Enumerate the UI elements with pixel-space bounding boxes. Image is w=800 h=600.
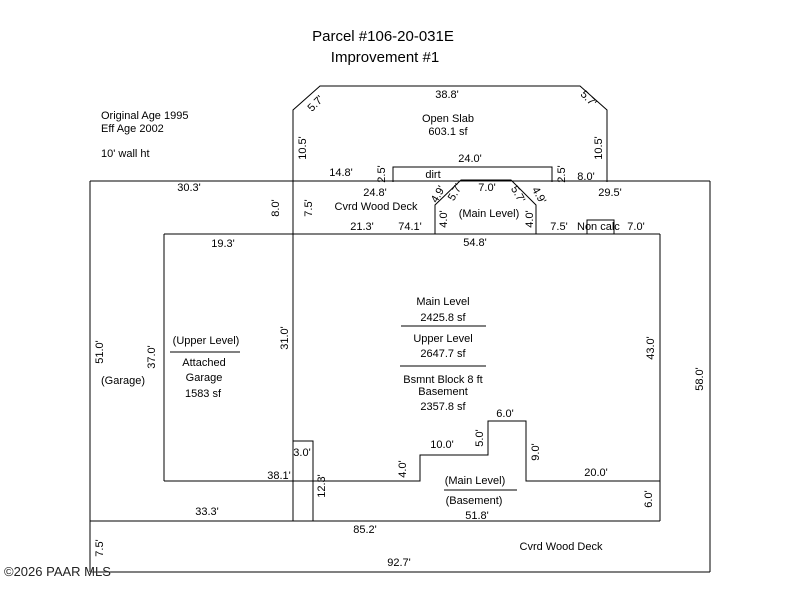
dim-92-7: 92.7' — [387, 557, 411, 569]
dim-4-9-left: 4.9' — [429, 184, 448, 205]
main-level-bump-label: (Main Level) — [459, 208, 520, 220]
dim-37-0: 37.0' — [146, 345, 158, 369]
upper-level-label: Upper Level — [413, 333, 472, 345]
improvement-title: Improvement #1 — [331, 49, 439, 66]
original-age: Original Age 1995 — [101, 110, 188, 122]
dim-4-0-left: 4.0' — [438, 210, 450, 227]
bottom-main-label: (Main Level) — [445, 475, 506, 487]
non-calc-label: Non calc — [577, 221, 620, 233]
dim-74-1: 74.1' — [398, 221, 422, 233]
dim-85-2: 85.2' — [353, 524, 377, 536]
dim-2-5-left: 2.5' — [376, 165, 388, 182]
open-slab-outline — [292, 85, 608, 182]
parcel-title: Parcel #106-20-031E — [312, 28, 454, 45]
dim-20-0: 20.0' — [584, 467, 608, 479]
upper-level-sf: 2647.7 sf — [420, 348, 466, 360]
dim-43-0: 43.0' — [645, 336, 657, 360]
dim-7-0-right: 7.0' — [627, 221, 644, 233]
dim-31-0: 31.0' — [279, 326, 291, 350]
dim-slab-top: 38.8' — [435, 89, 459, 101]
eff-age: Eff Age 2002 — [101, 123, 164, 135]
dim-7-0-top: 7.0' — [478, 182, 495, 194]
dim-58-0: 58.0' — [694, 367, 706, 391]
dim-6-0-low: 6.0' — [643, 490, 655, 507]
cvrd-deck-top-label: Cvrd Wood Deck — [335, 201, 418, 213]
dim-12-3: 12.3' — [316, 474, 328, 498]
main-level-bump — [434, 179, 537, 234]
dim-4-9-right: 4.9' — [529, 185, 548, 206]
copyright-watermark: ©2026 PAAR MLS — [4, 564, 111, 579]
dim-14-8: 14.8' — [329, 167, 353, 179]
dim-5-0: 5.0' — [474, 429, 486, 446]
dim-24-8: 24.8' — [363, 187, 387, 199]
dim-7-5-deck: 7.5' — [303, 199, 315, 216]
dim-51-8: 51.8' — [465, 510, 489, 522]
basement-label: Basement — [418, 386, 468, 398]
dim-5-7-mid-right: 5.7' — [508, 184, 527, 205]
open-slab-sf: 603.1 sf — [428, 126, 468, 138]
dim-54-8: 54.8' — [463, 237, 487, 249]
dim-29-5: 29.5' — [598, 187, 622, 199]
dim-4-0-right: 4.0' — [524, 210, 536, 227]
dim-3-0: 3.0' — [293, 447, 310, 459]
garage-attached-label: Attached — [182, 357, 225, 369]
dim-5-7-mid: 5.7' — [446, 182, 465, 203]
dim-7-5-right: 7.5' — [550, 221, 567, 233]
stepped-bottom — [164, 420, 660, 482]
main-level-label: Main Level — [416, 296, 469, 308]
dim-21-3: 21.3' — [350, 221, 374, 233]
main-level-sf: 2425.8 sf — [420, 312, 466, 324]
dim-slab-right-diag: 5.7' — [578, 88, 599, 109]
garage-paren-label: (Garage) — [101, 375, 145, 387]
dim-7-5-bottom: 7.5' — [94, 539, 106, 556]
dim-4-0-low: 4.0' — [397, 460, 409, 477]
open-slab-label: Open Slab — [422, 113, 474, 125]
dim-10-0: 10.0' — [430, 439, 454, 451]
dim-6-0-top: 6.0' — [496, 408, 513, 420]
garage-word-label: Garage — [186, 372, 223, 384]
dirt-label: dirt — [425, 169, 440, 181]
dim-8-0-left: 8.0' — [270, 199, 282, 216]
dim-9-0: 9.0' — [530, 443, 542, 460]
basement-sf: 2357.8 sf — [420, 401, 466, 413]
dim-slab-left-side: 10.5' — [297, 136, 309, 160]
dim-51-0: 51.0' — [94, 340, 106, 364]
dim-slab-right-side: 10.5' — [593, 136, 605, 160]
dim-24-0: 24.0' — [458, 153, 482, 165]
garage-upper-label: (Upper Level) — [173, 335, 240, 347]
bottom-basement-label: (Basement) — [446, 495, 503, 507]
dim-8-0-right: 8.0' — [577, 171, 594, 183]
dim-19-3: 19.3' — [211, 238, 235, 250]
dim-38-1: 38.1' — [267, 470, 291, 482]
dirt-outline — [392, 166, 553, 182]
dim-2-5-right: 2.5' — [556, 165, 568, 182]
dim-33-3: 33.3' — [195, 506, 219, 518]
dim-30-3: 30.3' — [177, 182, 201, 194]
structure-lines — [89, 85, 711, 573]
wall-height: 10' wall ht — [101, 148, 150, 160]
garage-sf: 1583 sf — [185, 388, 222, 400]
cvrd-deck-bottom-label: Cvrd Wood Deck — [520, 541, 603, 553]
bsmnt-block-label: Bsmnt Block 8 ft — [403, 374, 482, 386]
